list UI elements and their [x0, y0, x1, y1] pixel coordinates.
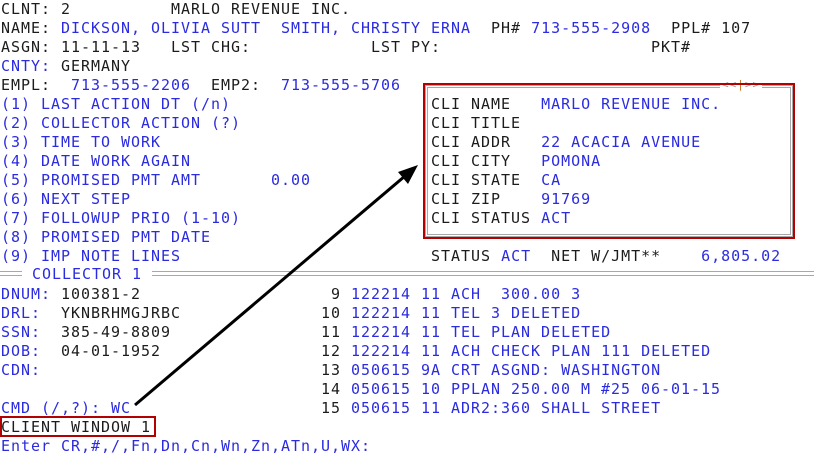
field-text: 050615 10 PPLAN 250.00 M #25 06-01-15 — [341, 380, 722, 398]
label-text: ASGN: 11-11-13 LST CHG: LST PY: PKT# — [1, 38, 692, 56]
terminal-line: ASGN: 11-11-13 LST CHG: LST PY: PKT# — [1, 38, 691, 57]
terminal-line: DNUM: 100381-2 9 122214 11 ACH 300.00 3 — [1, 285, 581, 304]
label-text: STATUS — [431, 247, 502, 265]
field-text: 713-555-5706 — [281, 76, 402, 94]
terminal-line: 14 050615 10 PPLAN 250.00 M #25 06-01-15 — [1, 380, 721, 399]
terminal-line: Enter CR,#,/,Fn,Dn,Cn,Wn,Zn,ATn,U,WX: — [1, 437, 371, 456]
terminal-line: CLNT: 2 MARLO REVENUE INC. — [1, 0, 351, 19]
field-text: 050615 11 ADR2:360 SHALL STREET — [341, 399, 662, 417]
field-text: CDN: — [1, 361, 42, 379]
field-text: ACT — [541, 209, 572, 227]
field-text: 22 ACACIA AVENUE — [541, 133, 702, 151]
field-text: (9) IMP NOTE LINES — [1, 247, 432, 265]
label-text: YKNBRHMGJRBC 10 — [41, 304, 342, 322]
field-text: Enter CR,#,/,Fn,Dn,Cn,Wn,Zn,ATn,U,WX: — [1, 437, 372, 455]
label-text: CLI ZIP — [431, 190, 542, 208]
field-text: (7) FOLLOWUP PRIO (1-10) — [1, 209, 432, 227]
field-text: (2) COLLECTOR ACTION (?) — [1, 114, 432, 132]
terminal-line: CNTY: GERMANY — [1, 57, 131, 76]
label-text: CLI ADDR — [431, 133, 542, 151]
label-text: PH# — [471, 19, 532, 37]
terminal-line: (1) LAST ACTION DT (/n) CLI NAME MARLO R… — [1, 95, 721, 114]
terminal-line: DOB: 04-01-1952 12 122214 11 ACH CHECK P… — [1, 342, 711, 361]
terminal-line: (8) PROMISED PMT DATE — [1, 228, 211, 247]
label-text: CLI NAME — [431, 95, 542, 113]
label-text: PPL# 107 — [651, 19, 752, 37]
field-text: 122214 11 ACH 300.00 3 — [341, 285, 582, 303]
terminal-line: CDN: 13 050615 9A CRT ASGND: WASHINGTON — [1, 361, 661, 380]
field-text: CNTY: — [1, 57, 52, 75]
field-text: (1) LAST ACTION DT (/n) — [1, 95, 432, 113]
field-text: DRL: — [1, 304, 42, 322]
label-text: CLI STATE — [431, 171, 542, 189]
terminal-line: DRL: YKNBRHMGJRBC 10 122214 11 TEL 3 DEL… — [1, 304, 581, 323]
annotation-box-client-window — [423, 83, 795, 239]
terminal-line: (3) TIME TO WORK CLI ADDR 22 ACACIA AVEN… — [1, 133, 701, 152]
label-text: NAME: — [1, 19, 62, 37]
label-text: NET W/JMT** — [531, 247, 662, 265]
field-text: ACT — [501, 247, 532, 265]
field-text: 713-555-2908 — [531, 19, 652, 37]
client-window-dialog — [425, 85, 793, 237]
field-text: 6,805.02 — [661, 247, 782, 265]
label-text: CLNT: 2 MARLO REVENUE INC. — [1, 0, 352, 18]
terminal-line: (2) COLLECTOR ACTION (?) CLI TITLE — [1, 114, 521, 133]
label-text: CLI STATUS — [431, 209, 542, 227]
field-text: 122214 11 ACH CHECK PLAN 111 DELETED — [341, 342, 712, 360]
field-text: 050615 9A CRT ASGND: WASHINGTON — [341, 361, 662, 379]
terminal-line: NAME: DICKSON, OLIVIA SUTT SMITH, CHRIST… — [1, 19, 751, 38]
label-text: 100381-2 9 — [51, 285, 342, 303]
field-text: DNUM: — [1, 285, 52, 303]
collector-section-label: COLLECTOR 1 — [22, 265, 153, 284]
field-text: MARLO REVENUE INC. — [541, 95, 722, 113]
field-text: SSN: — [1, 323, 42, 341]
field-text: DOB: — [1, 342, 42, 360]
terminal-line: (4) DATE WORK AGAIN CLI CITY POMONA — [1, 152, 601, 171]
field-text: 91769 — [541, 190, 592, 208]
label-text: EMPL: — [1, 76, 72, 94]
field-text: (3) TIME TO WORK — [1, 133, 432, 151]
label-text: EMP2: — [191, 76, 282, 94]
terminal-line: (9) IMP NOTE LINES STATUS ACT NET W/JMT*… — [1, 247, 781, 266]
terminal-line: SSN: 385-49-8809 11 122214 11 TEL PLAN D… — [1, 323, 611, 342]
label-text: 04-01-1952 12 — [41, 342, 342, 360]
field-text: (5) PROMISED PMT AMT 0.00 — [1, 171, 432, 189]
field-text: CMD (/,?): WC — [1, 399, 132, 417]
field-text: DICKSON, OLIVIA SUTT SMITH, CHRISTY ERNA — [61, 19, 472, 37]
terminal-line: CLIENT WINDOW 1 — [1, 418, 151, 437]
annotation-box-client-window-label — [0, 416, 156, 437]
label-text: GERMANY — [51, 57, 132, 75]
collector-separator — [0, 271, 814, 276]
field-text: 122214 11 TEL 3 DELETED — [341, 304, 582, 322]
field-text: (6) NEXT STEP — [1, 190, 432, 208]
label-text: 13 — [41, 361, 342, 379]
label-text: CLIENT WINDOW 1 — [1, 418, 152, 436]
field-text: CA — [541, 171, 562, 189]
label-text: 14 — [1, 380, 342, 398]
field-text: (4) DATE WORK AGAIN — [1, 152, 432, 170]
field-text: 713-555-2206 — [71, 76, 192, 94]
label-text: CLI CITY — [431, 152, 542, 170]
label-text: 15 — [131, 399, 342, 417]
field-text: 122214 11 TEL PLAN DELETED — [341, 323, 612, 341]
terminal-line: EMPL: 713-555-2206 EMP2: 713-555-5706 — [1, 76, 401, 95]
terminal-line: (6) NEXT STEP CLI ZIP 91769 — [1, 190, 591, 209]
field-text: POMONA — [541, 152, 602, 170]
field-text: (8) PROMISED PMT DATE — [1, 228, 212, 246]
label-text: CLI TITLE — [431, 114, 522, 132]
label-text: 385-49-8809 11 — [41, 323, 342, 341]
